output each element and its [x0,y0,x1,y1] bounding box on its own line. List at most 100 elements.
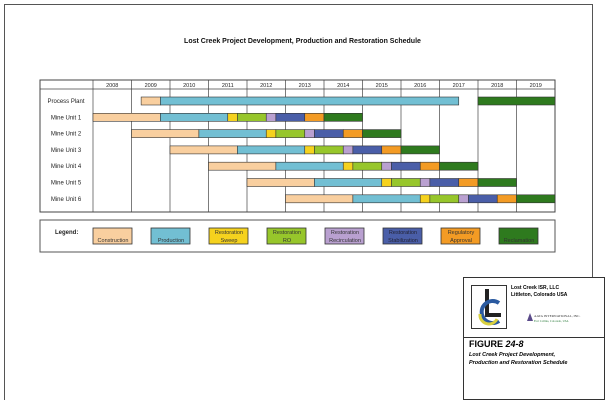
bar-stab [352,145,383,155]
legend-swatch-construction [92,227,133,245]
row-label: Mine Unit 3 [51,148,82,154]
legend-swatch-approval [440,227,481,245]
legend-label: Recirculation [329,238,361,244]
legend-label: Restoration [273,230,301,236]
bar-approval [381,145,402,155]
year-tick-label: 2018 [491,83,503,89]
year-tick-label: 2015 [376,83,388,89]
title-block-header: Lost Creek ISR, LLC Littleton, Colorado … [464,278,604,338]
bar-stab [275,113,306,122]
bar-production [160,113,229,122]
bar-approval [419,161,440,171]
year-tick-label: 2014 [337,83,349,89]
year-tick-label: 2012 [260,83,272,89]
legend-swatch-recirc [324,227,365,245]
bar-production [160,96,460,106]
bar-sweep [342,161,354,171]
bar-reclamation [516,194,556,204]
year-tick-label: 2010 [183,83,195,89]
bar-production [237,145,306,155]
bar-approval [496,194,517,204]
legend-label: Production [158,238,184,244]
bar-approval [342,129,363,138]
bar-stab [391,161,421,171]
row-label: Mine Unit 1 [51,115,82,121]
bar-construction [92,113,161,122]
bar-reclamation [439,161,479,171]
bar-production [198,129,267,138]
legend-label: Approval [450,238,472,244]
year-tick-label: 2016 [414,83,426,89]
page-frame [4,4,593,400]
legend-swatch-sweep [208,227,249,245]
year-tick-label: 2019 [530,83,542,89]
bar-recirc [458,194,469,204]
legend-label: Stabilization [388,238,418,244]
legend-label: RO [283,238,292,244]
year-tick-label: 2009 [145,83,157,89]
year-tick-label: 2011 [222,83,234,89]
company-location: Littleton, Colorado USA [511,292,568,298]
bar-construction [208,161,277,171]
row-label: Mine Unit 5 [51,181,82,187]
legend-swatch-stab [382,227,423,245]
row-label: Mine Unit 4 [51,164,82,170]
bar-production [352,194,421,204]
legend-label: Regulatory [448,230,475,236]
title-block: Lost Creek ISR, LLC Littleton, Colorado … [463,277,605,400]
bar-recirc [265,113,277,122]
consultant-location: Fort Collins, Colorado, USA [534,319,569,323]
year-tick-label: 2017 [453,83,465,89]
legend-label: Restoration [331,230,359,236]
bar-construction [169,145,238,155]
bar-stab [468,194,498,204]
bar-sweep [381,178,392,187]
row-label: Mine Unit 2 [51,132,82,138]
legend-label: Sweep [221,238,238,244]
bar-approval [304,113,325,122]
bar-construction [140,96,161,106]
row-label: Process Plant [47,99,84,105]
bar-recirc [381,161,392,171]
bar-ro [391,178,421,187]
bar-approval [458,178,479,187]
caption-line-1: Lost Creek Project Development, [469,352,556,358]
bar-reclamation [477,96,556,106]
figure-label: FIGURE [469,339,504,349]
bar-recirc [304,129,315,138]
bar-recirc [342,145,354,155]
bar-sweep [304,145,315,155]
figure-id: 24-8 [505,339,524,349]
legend-swatch-production [150,227,191,245]
chart-title: Lost Creek Project Development, Producti… [184,38,421,45]
company-name: Lost Creek ISR, LLC [511,285,560,291]
bar-ro [237,113,267,122]
bar-stab [314,129,344,138]
bar-ro [275,129,306,138]
year-tick-label: 2013 [299,83,311,89]
bar-ro [429,194,460,204]
bar-recirc [419,178,431,187]
bar-construction [131,129,200,138]
bar-ro [314,145,344,155]
legend-swatch-reclamation [498,227,539,245]
aata-logo-icon [527,313,533,321]
bar-reclamation [400,145,440,155]
legend-label: Restoration [389,230,417,236]
legend-swatch-ro [266,227,307,245]
bar-sweep [265,129,277,138]
row-label: Mine Unit 6 [51,197,82,203]
bar-ro [352,161,383,171]
bar-stab [429,178,460,187]
bar-reclamation [477,178,517,187]
legend-label: Reclamation [504,238,535,244]
figure-number: FIGURE 24-8 [469,339,524,349]
bar-construction [246,178,315,187]
bar-production [275,161,344,171]
bar-sweep [419,194,431,204]
bar-production [314,178,383,187]
legend-title: Legend: [55,230,78,236]
consultant-name: AATA INTERNATIONAL, INC. [534,314,581,318]
